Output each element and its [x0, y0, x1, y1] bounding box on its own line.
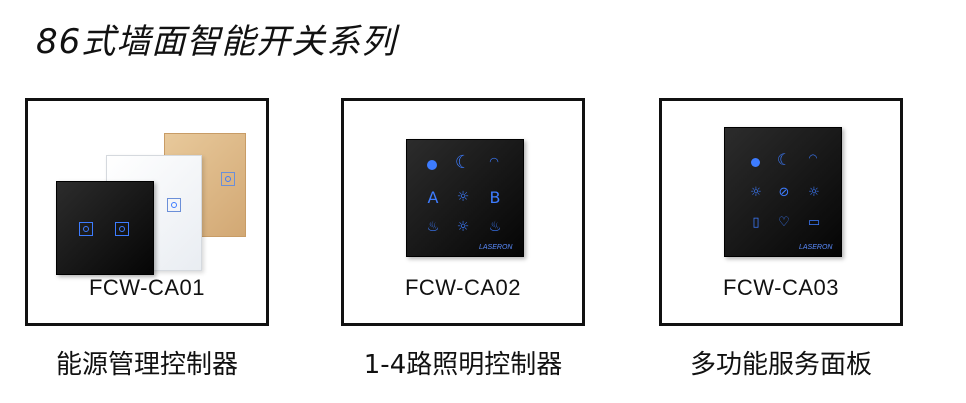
- heart-icon: ♡: [778, 215, 790, 230]
- product-card-ca01[interactable]: FCW-CA01: [25, 98, 269, 326]
- brand-logo: LASERON: [799, 244, 833, 251]
- moon-icon: ☾: [776, 150, 792, 169]
- wifi-icon: ◠: [489, 155, 499, 168]
- socket-key-icon: [167, 198, 181, 212]
- product-caption: 1-4路照明控制器: [363, 350, 563, 380]
- socket-key-icon: [115, 222, 129, 236]
- product-model: FCW-CA01: [88, 275, 206, 300]
- brand-logo: LASERON: [479, 244, 513, 251]
- wifi-icon: ◠: [808, 153, 818, 164]
- channel-a-label: A: [427, 188, 439, 207]
- door-icon: ▯: [752, 215, 760, 230]
- thermometer-icon: ♨: [426, 219, 440, 235]
- bed-icon: ▭: [807, 215, 821, 230]
- bulb-icon: ☼: [456, 219, 470, 235]
- channel-b-label: B: [489, 188, 501, 207]
- service-panel-image: ☾ ◠ ☼ ⊘ ☼ ▯ ♡ ▭ LASERON: [724, 127, 842, 257]
- black-panel-image: [56, 181, 154, 275]
- thermometer-icon: ♨: [488, 219, 502, 235]
- lighting-panel-image: ☾ ◠ A ☼ B ♨ ☼ ♨ LASERON: [406, 139, 524, 257]
- bulb-icon: ☼: [808, 185, 820, 200]
- product-card-ca02[interactable]: ☾ ◠ A ☼ B ♨ ☼ ♨ LASERON FCW-CA02: [341, 98, 585, 326]
- bulb-icon: ☼: [456, 189, 470, 205]
- product-model: FCW-CA03: [722, 275, 840, 300]
- product-caption: 能源管理控制器: [55, 350, 238, 380]
- product-card-ca03[interactable]: ☾ ◠ ☼ ⊘ ☼ ▯ ♡ ▭ LASERON FCW-CA03: [659, 98, 903, 326]
- product-caption: 多功能服务面板: [689, 350, 872, 380]
- page-title: 86式墙面智能开关系列: [36, 22, 397, 62]
- product-model: FCW-CA02: [404, 275, 522, 300]
- do-not-disturb-icon: ⊘: [778, 185, 790, 200]
- moon-icon: ☾: [454, 152, 472, 173]
- socket-key-icon: [79, 222, 93, 236]
- socket-key-icon: [221, 172, 235, 186]
- dot-icon: [751, 158, 760, 167]
- bulb-icon: ☼: [750, 185, 762, 200]
- dot-icon: [427, 160, 437, 170]
